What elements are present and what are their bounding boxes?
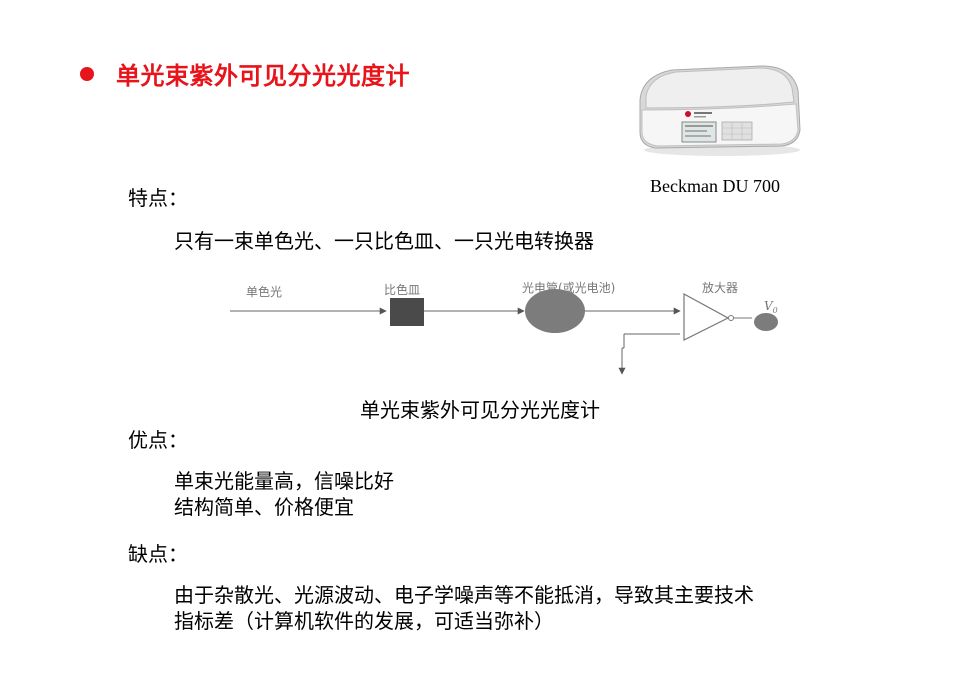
slide-title: 单光束紫外可见分光光度计 [116,62,410,90]
amplifier-triangle [683,292,730,341]
label-mono-light: 单色光 [246,285,282,299]
cuvette-box [390,298,424,326]
detector-ellipse [525,289,585,333]
advantages-item: 结构简单、价格便宜 [174,495,354,519]
disadvantages-item: 指标差（计算机软件的发展，可适当弥补） [174,609,554,633]
title-row: 单光束紫外可见分光光度计 [80,56,410,91]
spectrophotometer-photo [639,65,801,156]
disadvantages-item: 由于杂散光、光源波动、电子学噪声等不能抵消，导致其主要技术 [174,583,754,607]
features-item: 只有一束单色光、一只比色皿、一只光电转换器 [174,229,594,253]
single-beam-diagram: 单色光 比色皿 光电管(或光电池) 放大器 V0 [230,280,778,375]
advantages-item: 单束光能量高，信噪比好 [174,469,394,493]
label-cuvette: 比色皿 [384,283,420,297]
disadvantages-heading: 缺点： [128,542,188,566]
label-output: V0 [764,299,778,315]
advantages-heading: 优点： [128,428,188,452]
bullet-icon [80,66,94,81]
label-amplifier: 放大器 [702,280,738,295]
product-caption: Beckman DU 700 [650,176,780,196]
features-heading: 特点： [128,186,188,210]
output-ellipse [754,313,778,331]
diagram-caption: 单光束紫外可见分光光度计 [360,398,600,422]
